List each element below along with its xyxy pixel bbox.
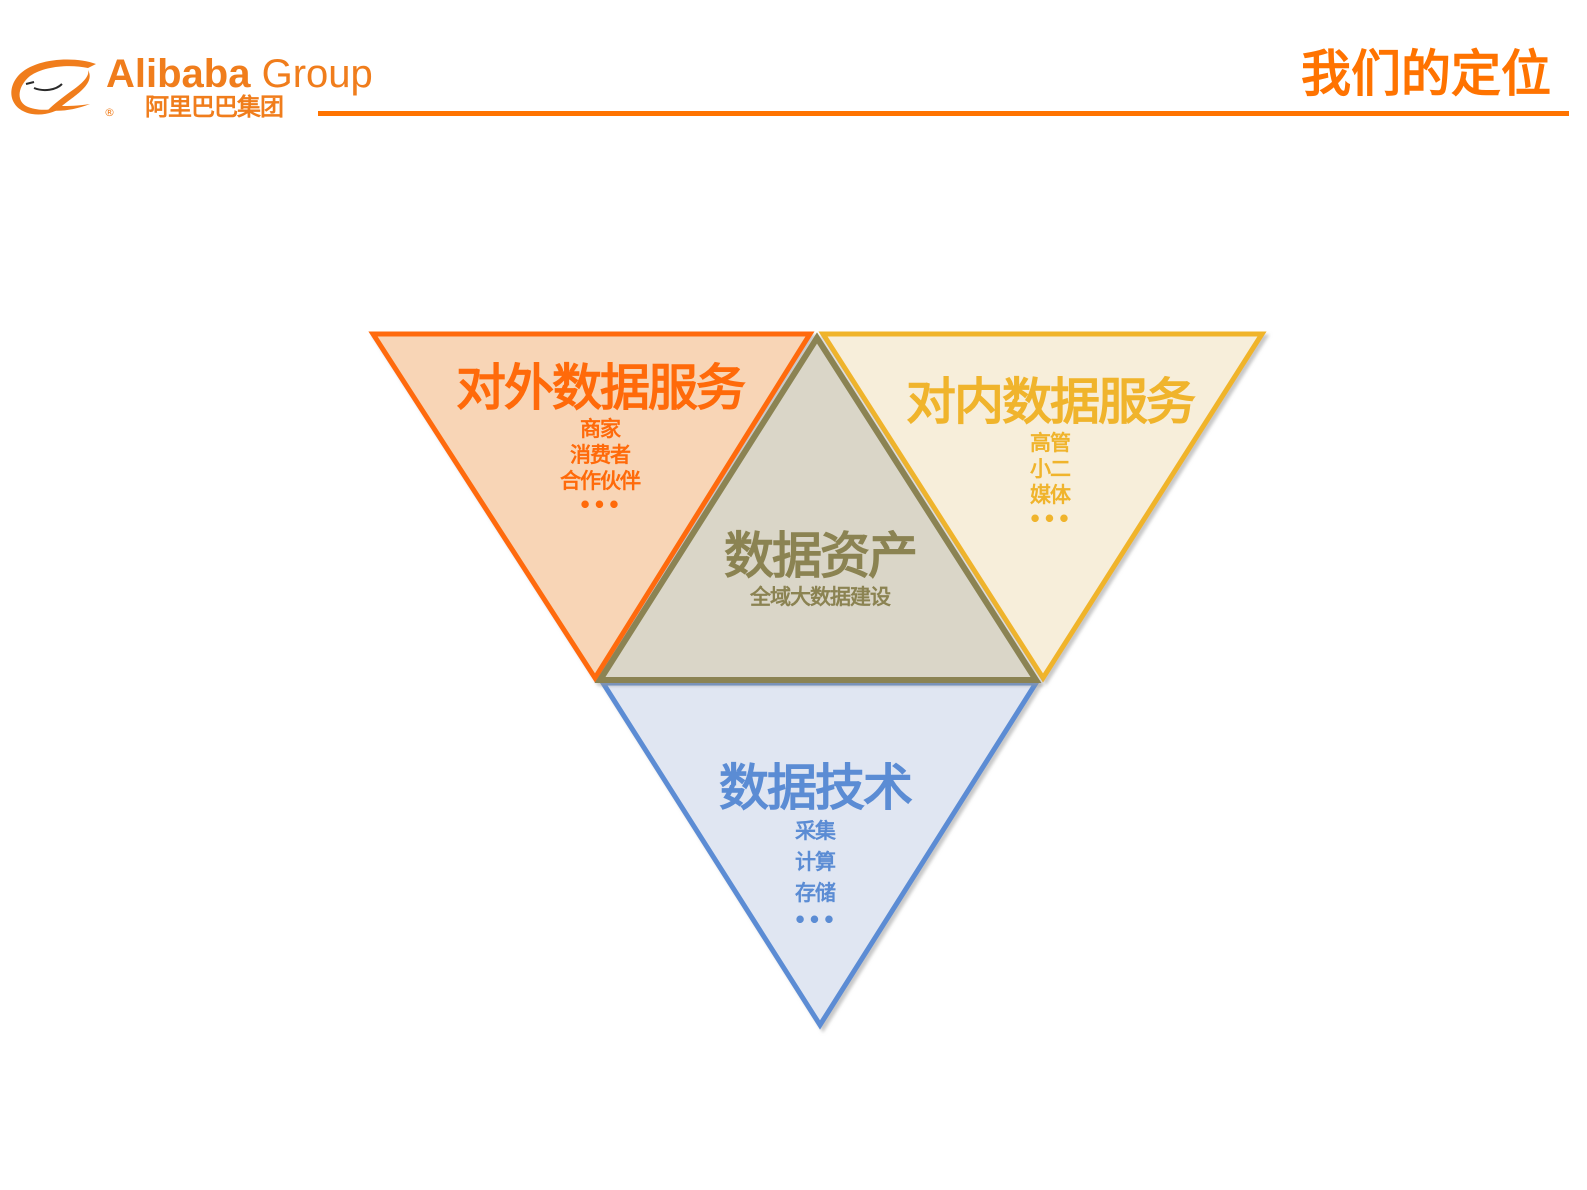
external-service-title: 对外数据服务 <box>456 359 746 417</box>
logo-chinese-text: 阿里巴巴集团 <box>145 93 284 121</box>
external-service-ellipsis: ••• <box>578 493 622 517</box>
external-service-item: 商家 <box>580 417 621 441</box>
internal-service-title: 对内数据服务 <box>906 373 1196 431</box>
data-tech-ellipsis: ••• <box>793 908 837 932</box>
data-assets-subtitle: 全域大数据建设 <box>750 585 891 609</box>
registered-mark: ® <box>104 106 115 119</box>
header-divider <box>318 111 1569 116</box>
external-service-item: 合作伙伴 <box>560 469 641 493</box>
internal-service-label: 对内数据服务 高管 小二 媒体 ••• <box>890 374 1210 530</box>
data-assets-title: 数据资产 <box>724 527 918 585</box>
page-title: 我们的定位 <box>1301 45 1551 103</box>
data-assets-triangle <box>594 332 1042 683</box>
data-tech-item: 计算 <box>795 850 836 874</box>
logo-english-text: Alibaba Group <box>106 52 373 96</box>
alibaba-group-logo: Alibaba Group ® 阿里巴巴集团 <box>0 48 420 128</box>
internal-service-item: 高管 <box>1030 431 1071 455</box>
external-service-item: 消费者 <box>570 443 631 467</box>
data-tech-item: 存储 <box>795 881 836 905</box>
internal-service-triangle <box>818 331 1267 683</box>
data-tech-label: 数据技术 采集 计算 存储 ••• <box>695 760 935 931</box>
internal-service-item: 小二 <box>1030 457 1071 481</box>
internal-service-item: 媒体 <box>1030 483 1071 507</box>
external-service-label: 对外数据服务 商家 消费者 合作伙伴 ••• <box>440 360 760 516</box>
data-assets-label: 数据资产 全域大数据建设 <box>700 528 940 610</box>
alibaba-smile-logo-icon <box>11 59 96 115</box>
internal-service-ellipsis: ••• <box>1028 507 1072 531</box>
external-service-triangle <box>368 331 815 683</box>
data-tech-title: 数据技术 <box>719 759 913 817</box>
data-tech-item: 采集 <box>795 819 836 843</box>
